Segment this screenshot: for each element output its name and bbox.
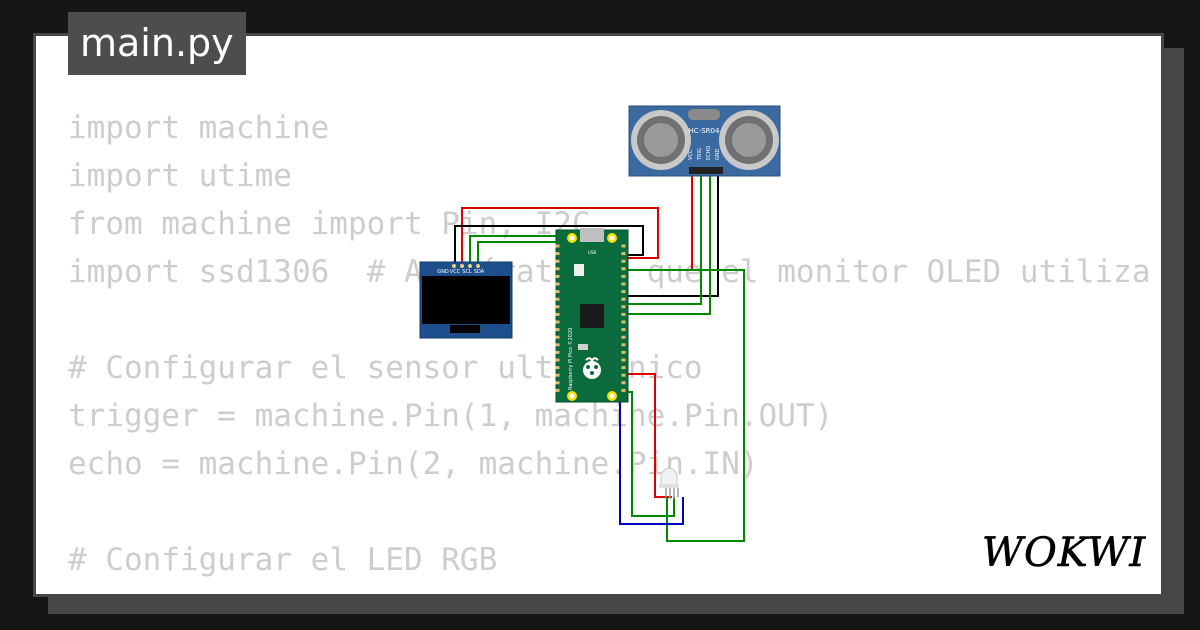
- pico-pin: [555, 297, 560, 301]
- pico-pin: [555, 358, 560, 362]
- pico-pin: [621, 312, 626, 316]
- oled-pin-vcc: VCC: [450, 269, 461, 275]
- wire-sensor-gnd: [628, 172, 719, 297]
- pico-pin: [621, 358, 626, 362]
- pico-pin: [555, 335, 560, 339]
- pico-pin: [555, 312, 560, 316]
- pico-pin: [555, 320, 560, 324]
- filename-tab: main.py: [68, 12, 246, 75]
- wires: [454, 172, 745, 542]
- wire-sensor-echo: [628, 172, 711, 315]
- pico-pin: [555, 366, 560, 370]
- pico-pin: [621, 373, 626, 377]
- raspberry-logo-icon: [583, 357, 601, 379]
- code-line-2: import utime: [68, 158, 292, 194]
- pico-pin: [621, 350, 626, 354]
- pico-pin: [621, 252, 626, 256]
- pico-pin: [555, 305, 560, 309]
- pico-pin: [555, 381, 560, 385]
- oled-pin-sda: SDA: [474, 269, 485, 275]
- sensor-pin-trig: TRIG: [697, 148, 703, 161]
- pico-pin: [621, 244, 626, 248]
- pico-pin-row: [555, 244, 626, 392]
- wire-led-red: [628, 373, 672, 498]
- wokwi-logo-text: WOKWI: [982, 530, 1146, 576]
- pico-pin: [621, 343, 626, 347]
- pico-pin: [555, 388, 560, 392]
- pico-pin: [621, 381, 626, 385]
- sensor-pin-echo: ECHO: [706, 146, 712, 160]
- pico-pin: [621, 290, 626, 294]
- pico-pin: [621, 297, 626, 301]
- pico-pin: [621, 259, 626, 263]
- pico-pin: [555, 282, 560, 286]
- code-line-11: led_red = machine.Pin(13, machine.Pin.OU…: [68, 584, 1151, 594]
- wire-led-green: [628, 269, 745, 542]
- pico-pin: [621, 320, 626, 324]
- code-line-10: # Configurar el LED RGB: [68, 542, 498, 578]
- code-line-7: trigger = machine.Pin(1, machine.Pin.OUT…: [68, 398, 834, 434]
- raspberry-pi-pico: USB Raspberry Pi Pico ©2020: [555, 228, 629, 403]
- sensor-pin-gnd: GND: [715, 148, 721, 160]
- sensor-pin-vcc: VCC: [688, 149, 694, 160]
- oled-pin-scl: SCL: [462, 269, 472, 275]
- pico-pin: [555, 252, 560, 256]
- oled-pin-gnd: GND: [437, 269, 449, 275]
- pico-pin: [555, 244, 560, 248]
- pico-board-label: Raspberry Pi Pico ©2020: [567, 328, 574, 390]
- pico-pin: [621, 274, 626, 278]
- pico-pin: [555, 343, 560, 347]
- pico-pin: [555, 373, 560, 377]
- pico-pin: [621, 282, 626, 286]
- wire-oled-gnd: [454, 225, 644, 264]
- code-line-6: # Configurar el sensor ultrasónico: [68, 350, 703, 386]
- oled-display: GND VCC SCL SDA: [419, 261, 513, 339]
- wire-oled-scl: [469, 235, 569, 264]
- pico-pin: [621, 335, 626, 339]
- sensor-label: HC-SR04: [689, 127, 720, 135]
- pico-pin: [621, 366, 626, 370]
- pico-pin: [555, 274, 560, 278]
- wire-led-green-2: [628, 391, 675, 517]
- pico-pin: [555, 328, 560, 332]
- pico-pin: [555, 259, 560, 263]
- rgb-led: [659, 467, 679, 499]
- pico-pin: [621, 305, 626, 309]
- wire-sensor-trig: [628, 172, 702, 305]
- pico-pin: [621, 267, 626, 271]
- pico-pin: [621, 328, 626, 332]
- pico-usb-label: USB: [588, 250, 596, 255]
- pico-pin: [555, 290, 560, 294]
- pico-pin: [555, 267, 560, 271]
- pico-pin: [555, 350, 560, 354]
- code-line-8: echo = machine.Pin(2, machine.Pin.IN): [68, 446, 759, 482]
- ultrasonic-sensor: HC-SR04 VCC TRIG ECHO GND: [628, 105, 781, 177]
- wire-oled-sda: [477, 241, 562, 264]
- pico-pin: [621, 388, 626, 392]
- code-line-1: import machine: [68, 110, 330, 146]
- wokwi-logo: WOKWI: [982, 530, 1146, 576]
